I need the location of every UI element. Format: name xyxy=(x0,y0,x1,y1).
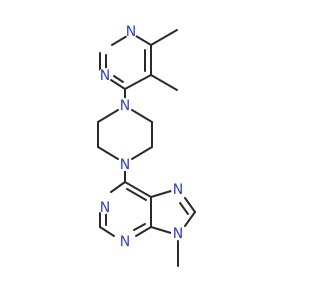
atom-label: N xyxy=(120,157,130,173)
bond-n7-c8-purine xyxy=(184,197,196,213)
atom-label: N xyxy=(173,182,183,198)
bond-piperazine-n-bottom-left xyxy=(97,146,119,160)
atom-label: N xyxy=(100,68,110,84)
atom-n1-purine: N xyxy=(98,200,112,216)
bond-c4-n3-purine xyxy=(135,226,152,237)
atom-n-pyrimidine-top: N xyxy=(124,24,138,40)
bond-n9-c4-purine xyxy=(150,226,172,234)
bond-c5-c6-pyrimidine xyxy=(124,74,152,90)
bond-n3-c2-purine xyxy=(99,226,115,237)
bond-methyl-top xyxy=(150,29,178,46)
bond-piperazine-right-n-bottom xyxy=(131,146,153,160)
bond-n1-c6-purine xyxy=(110,181,126,193)
atom-labels: N N N N N N N N xyxy=(98,24,185,250)
atom-n7-purine: N xyxy=(171,182,185,198)
bond-n3-c4-pyrimidine xyxy=(135,35,152,46)
atom-label: N xyxy=(120,98,130,114)
bond-c6-n1-inner xyxy=(113,75,124,83)
bond-methyl-middle xyxy=(150,74,178,91)
bond-piperazine-left-n-top xyxy=(97,109,119,123)
atom-label: N xyxy=(120,234,130,250)
bond-c6-c5-inner xyxy=(126,188,147,201)
bond-c4-n3-inner xyxy=(133,223,146,231)
bond-c6-n1-pyrimidine xyxy=(110,79,126,90)
atom-label: N xyxy=(100,200,110,216)
bond-c2-n3-pyrimidine xyxy=(111,35,128,46)
bond-n7-c8-inner xyxy=(179,202,189,215)
atom-n-pyrimidine-left: N xyxy=(98,68,112,84)
atom-label: N xyxy=(173,226,183,242)
atom-n-piperazine-top: N xyxy=(118,98,132,114)
bonds xyxy=(97,29,196,267)
bond-piperazine-n-top-right xyxy=(131,109,153,123)
atom-n9-purine: N xyxy=(171,226,185,242)
bond-c6-c5-purine xyxy=(124,181,152,198)
bond-c8-n9-purine xyxy=(184,211,196,227)
molecule-structure-diagram: N N N N N N N N xyxy=(97,24,196,267)
atom-label: N xyxy=(126,24,136,40)
bond-c5-n7-purine xyxy=(150,190,172,198)
atom-n3-purine: N xyxy=(118,234,132,250)
atom-n-piperazine-bottom: N xyxy=(118,157,132,173)
